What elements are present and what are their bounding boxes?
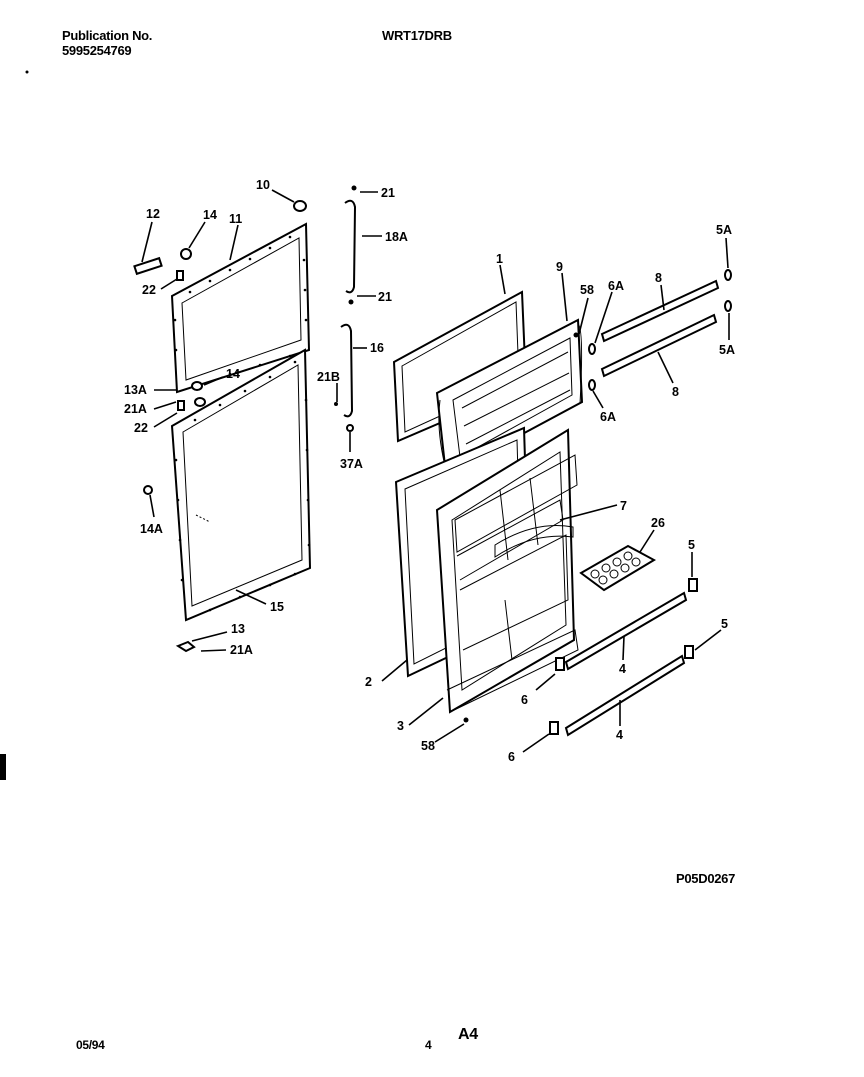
hinge-cap-lower: [194, 397, 206, 407]
callout-37a: 37A: [340, 457, 363, 471]
callout-8-lower: 8: [672, 385, 679, 399]
callout-6a: 6A: [608, 279, 624, 293]
callout-6-lower: 6: [508, 750, 515, 764]
callout-11: 11: [229, 212, 242, 226]
callout-18a: 18A: [385, 230, 408, 244]
fresh-food-door-liner: [435, 428, 579, 714]
callout-21b: 21B: [317, 370, 340, 384]
freezer-door-liner: [435, 318, 584, 477]
callout-58: 58: [580, 283, 594, 297]
callout-5a-lower: 5A: [719, 343, 735, 357]
screw-22-lower: [177, 400, 185, 411]
callout-1: 1: [496, 252, 503, 266]
end-cap-6a-lower: [588, 379, 596, 391]
end-cap-5-upper: [688, 578, 698, 592]
scan-speck: [25, 70, 29, 74]
callout-12: 12: [146, 207, 160, 221]
model-number: WRT17DRB: [382, 28, 452, 43]
handle-16: [340, 323, 354, 418]
screw-22: [176, 270, 184, 281]
trim-strip-8-lower: [600, 313, 718, 378]
end-cap-6a-upper: [588, 343, 596, 355]
egg-tray: [579, 544, 657, 592]
callout-21a-lower: 21A: [230, 643, 253, 657]
callout-21: 21: [381, 186, 395, 200]
callout-14-lower: 14: [226, 367, 240, 381]
trim-strip-4-lower: [564, 654, 686, 737]
end-cap-6-upper: [555, 657, 565, 671]
end-cap-6-lower: [549, 721, 559, 735]
callout-5a: 5A: [716, 223, 732, 237]
trim-strip-4-upper: [564, 591, 688, 671]
callout-8: 8: [655, 271, 662, 285]
end-cap-5a-upper: [724, 269, 732, 281]
publication-label: Publication No.: [62, 28, 153, 43]
scan-edge-mark: [0, 754, 6, 780]
callout-10: 10: [256, 178, 270, 192]
callout-4: 4: [619, 662, 626, 676]
freezer-door-panel: [170, 222, 311, 394]
screw-37a: [346, 424, 354, 432]
callout-5: 5: [688, 538, 695, 552]
trim-strip-8-upper: [600, 279, 720, 343]
hinge-cap-14-lower: [191, 381, 203, 391]
callout-13a: 13A: [124, 383, 147, 397]
drawing-id: P05D0267: [676, 871, 736, 886]
callout-14a: 14A: [140, 522, 163, 536]
callout-6: 6: [521, 693, 528, 707]
callout-22: 22: [142, 283, 156, 297]
callout-6a-lower: 6A: [600, 410, 616, 424]
handle-18a: [344, 199, 357, 294]
callout-9: 9: [556, 260, 563, 274]
hinge-cap-10: [293, 200, 307, 212]
footer-section: A4: [458, 1026, 478, 1043]
door-trim-strip: [133, 256, 163, 276]
callout-7: 7: [620, 499, 627, 513]
end-cap-5a-lower: [724, 300, 732, 312]
footer-page: 4: [425, 1038, 432, 1052]
hinge-13: [175, 640, 196, 653]
callout-15: 15: [270, 600, 284, 614]
callout-16: 16: [370, 341, 384, 355]
callout-4-lower: 4: [616, 728, 623, 742]
callout-58-lower: 58: [421, 739, 435, 753]
callout-21a: 21A: [124, 402, 147, 416]
fresh-food-door-panel: [170, 348, 312, 622]
callout-21-lower: 21: [378, 290, 392, 304]
publication-number: 5995254769: [62, 43, 132, 58]
callout-2: 2: [365, 675, 372, 689]
callout-13: 13: [231, 622, 245, 636]
callout-5-lower: 5: [721, 617, 728, 631]
footer-date: 05/94: [76, 1038, 105, 1052]
hinge-cap-14: [180, 248, 192, 260]
plug-14a: [143, 485, 153, 495]
callout-3: 3: [397, 719, 404, 733]
end-cap-5-lower: [684, 645, 694, 659]
callout-22-lower: 22: [134, 421, 148, 435]
callout-26: 26: [651, 516, 665, 530]
callout-14: 14: [203, 208, 217, 222]
